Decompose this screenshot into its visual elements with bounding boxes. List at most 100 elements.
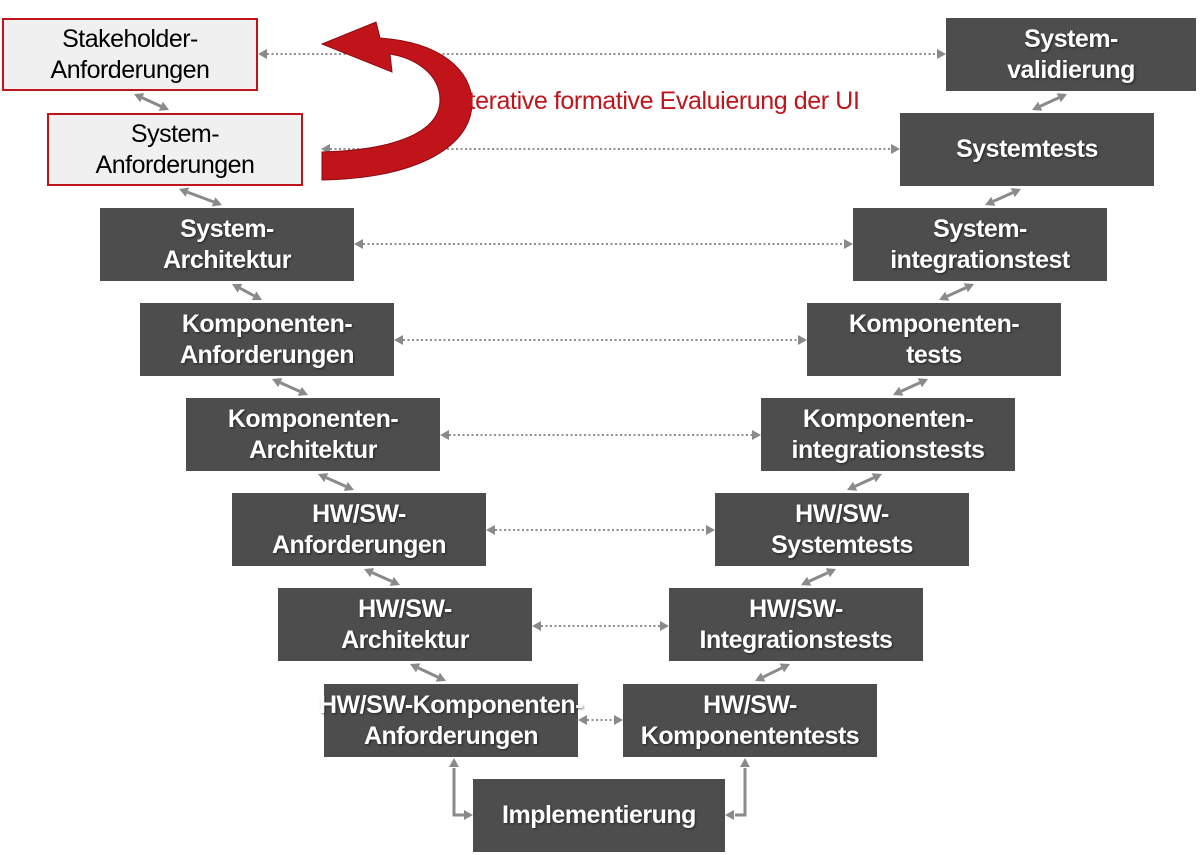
box-label-line: System-: [933, 215, 1027, 243]
box-systemvalidierung: System-validierung: [946, 18, 1196, 91]
box-label-line: Komponenten-: [181, 310, 353, 338]
link-right-1-head-start: [1010, 188, 1021, 198]
link-left-0: [141, 96, 162, 108]
box-label-line: integrationstests: [791, 435, 985, 464]
link-right-6: [762, 666, 783, 679]
box-label-line: Komponenten-: [848, 310, 1020, 338]
link-right-1-head-end: [985, 196, 996, 206]
link-impl-left-head-right: [464, 810, 473, 820]
link-left-3-head-start: [272, 378, 283, 388]
link-right-2: [946, 286, 967, 298]
box-label-line: integrationstest: [890, 245, 1070, 274]
link-left-0-head-end: [158, 101, 169, 111]
link-right-6-head-start: [779, 663, 790, 673]
box-label-line: Architektur: [163, 245, 291, 274]
dotted-link-4-head-start: [440, 430, 449, 440]
box-label-line: Systemtests: [771, 530, 913, 559]
link-left-1-head-end: [211, 197, 222, 207]
link-impl-right-head-up: [740, 758, 750, 767]
link-left-1: [186, 190, 215, 204]
link-right-4-head-start: [871, 473, 882, 483]
link-left-6: [417, 666, 439, 679]
link-impl-right: [735, 768, 747, 817]
link-impl-left: [452, 768, 464, 817]
box-label-line: HW/SW-Komponenten-: [318, 691, 584, 719]
box-hwsw-komponenten-anforderungen: HW/SW-Komponenten-Anforderungen: [319, 684, 584, 757]
box-label-line: Implementierung: [502, 801, 696, 830]
box-label-line: Anforderungen: [179, 340, 355, 369]
box-label-line: validierung: [1007, 55, 1135, 84]
dotted-link-0-head-start: [258, 49, 267, 59]
link-left-6-head-start: [410, 663, 421, 673]
dotted-link-1-head-start: [321, 144, 330, 154]
box-system-anforderungen: System-Anforderungen: [47, 113, 303, 186]
box-hwsw-architektur: HW/SW-Architektur: [278, 588, 532, 661]
link-right-3-head-start: [917, 378, 928, 388]
link-right-5: [808, 571, 829, 583]
box-label-line: HW/SW-: [795, 500, 889, 528]
link-right-4: [854, 476, 875, 488]
dotted-link-3-head-start: [394, 335, 403, 345]
box-label-line: Anforderungen: [50, 55, 210, 84]
box-komponenten-anforderungen: Komponenten-Anforderungen: [140, 303, 394, 376]
box-label-line: tests: [906, 340, 962, 369]
link-right-2-head-end: [939, 291, 950, 301]
dotted-link-3-head-end: [798, 335, 807, 345]
link-left-6-head-end: [435, 672, 446, 682]
box-label-line: System-: [1024, 25, 1118, 53]
box-hwsw-integrationstests: HW/SW-Integrationstests: [669, 588, 923, 661]
box-label-line: Architektur: [249, 435, 377, 464]
box-label-line: Komponenten-: [227, 405, 399, 433]
link-right-0: [1039, 96, 1060, 108]
box-label-line: Anforderungen: [271, 530, 447, 559]
box-label-line: System-: [130, 120, 220, 148]
link-left-3-head-end: [297, 386, 308, 396]
link-left-2: [239, 286, 255, 298]
box-systemtests: Systemtests: [900, 113, 1154, 186]
box-system-architektur: System-Architektur: [100, 208, 354, 281]
box-label-line: HW/SW-: [312, 500, 406, 528]
dotted-link-5-head-start: [486, 525, 495, 535]
box-label-line: Integrationstests: [699, 625, 893, 654]
link-right-4-head-end: [847, 481, 858, 491]
dotted-link-2-head-start: [354, 239, 363, 249]
link-left-4-head-end: [343, 481, 354, 491]
dotted-link-7-head-end: [614, 715, 623, 725]
box-label-line: Anforderungen: [95, 150, 255, 179]
link-right-2-head-start: [963, 283, 974, 293]
box-label-line: Architektur: [341, 625, 469, 654]
link-left-3: [279, 381, 301, 393]
box-komponententests: Komponenten-tests: [807, 303, 1061, 376]
link-left-2-head-end: [251, 291, 262, 301]
box-hwsw-systemtests: HW/SW-Systemtests: [715, 493, 969, 566]
link-right-1: [992, 191, 1014, 203]
link-right-3: [900, 381, 921, 393]
dotted-link-6-head-end: [660, 621, 669, 631]
box-label-line: Komponententests: [640, 721, 860, 750]
box-label-line: HW/SW-: [358, 595, 452, 623]
box-label-line: Anforderungen: [363, 721, 539, 750]
link-left-1-head-start: [179, 187, 190, 197]
link-left-5-head-end: [389, 576, 400, 586]
box-implementierung: Implementierung: [473, 779, 725, 852]
dotted-link-0-head-end: [937, 49, 946, 59]
link-right-0-head-end: [1032, 101, 1043, 111]
box-hwsw-komponententests: HW/SW-Komponententests: [623, 684, 877, 757]
link-impl-left-head-up: [449, 758, 459, 767]
dotted-link-1-head-end: [891, 144, 900, 154]
link-impl-right-head-left: [725, 810, 734, 820]
link-right-5-head-start: [825, 568, 836, 578]
box-komponentenintegrationstests: Komponenten-integrationstests: [761, 398, 1015, 471]
link-right-0-head-start: [1056, 93, 1067, 103]
link-left-4-head-start: [318, 473, 329, 483]
box-label-line: Komponenten-: [802, 405, 974, 433]
link-left-5-head-start: [364, 568, 375, 578]
link-right-6-head-end: [755, 672, 766, 682]
box-stakeholder-anforderungen: Stakeholder-Anforderungen: [2, 18, 258, 91]
link-left-2-head-start: [232, 283, 243, 293]
box-label-line: HW/SW-: [703, 691, 797, 719]
link-left-5: [371, 571, 393, 583]
box-label-line: Stakeholder-: [62, 25, 198, 53]
iteration-caption: Iterative formative Evaluierung der UI: [462, 87, 860, 115]
